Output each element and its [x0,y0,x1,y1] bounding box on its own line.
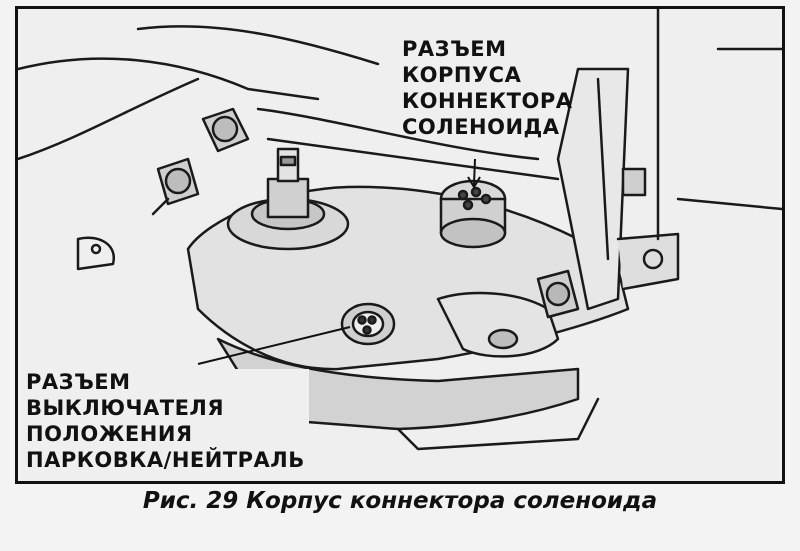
park-label-line-1: РАЗЪЕМ [26,370,131,394]
transmission-illustration [18,9,782,451]
park-label-line-4: ПАРКОВКА/НЕЙТРАЛЬ [26,448,305,472]
solenoid-label-line-4: СОЛЕНОИДА [402,115,560,139]
figure-frame: РАЗЪЕМ КОРПУСА КОННЕКТОРА СОЛЕНОИДА РАЗЪ… [15,6,785,484]
park-label-line-2: ВЫКЛЮЧАТЕЛЯ [26,396,225,420]
solenoid-connector-label: РАЗЪЕМ КОРПУСА КОННЕКТОРА СОЛЕНОИДА [402,36,573,140]
figure-caption: Рис. 29 Корпус коннектора соленоида [142,488,658,514]
solenoid-label-line-2: КОРПУСА [402,63,522,87]
park-label-line-3: ПОЛОЖЕНИЯ [26,422,193,446]
solenoid-label-line-3: КОННЕКТОРА [402,89,573,113]
park-neutral-switch-label: РАЗЪЕМ ВЫКЛЮЧАТЕЛЯ ПОЛОЖЕНИЯ ПАРКОВКА/НЕ… [26,369,309,473]
solenoid-label-line-1: РАЗЪЕМ [402,37,507,61]
